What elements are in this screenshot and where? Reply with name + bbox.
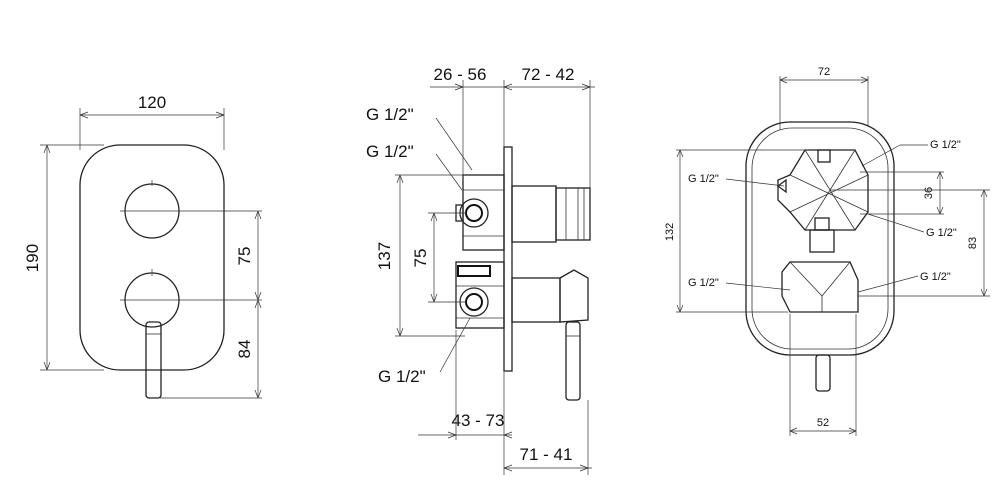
side-view: 26 - 56 72 - 42 137 75 G 1/2" G 1/2" G 1… <box>366 65 595 475</box>
front-width-label: 120 <box>138 93 166 112</box>
side-faceplate <box>503 146 513 372</box>
side-depth-lower-front-label: 71 - 41 <box>520 445 573 464</box>
lever-side <box>559 269 589 323</box>
side-height-label: 137 <box>375 242 394 270</box>
side-depth-lower-back-label: 43 - 73 <box>452 411 505 430</box>
side-thread-3-label: G 1/2" <box>378 367 426 386</box>
upper-spindle <box>511 185 557 243</box>
front-plate <box>79 144 225 371</box>
rear-view: 72 132 36 83 52 G 1/2" G 1/2" G 1/2" G 1… <box>664 66 990 436</box>
lever-handle <box>145 321 162 399</box>
lower-spindle <box>511 277 561 323</box>
rear-height-lower-label: 83 <box>967 237 979 249</box>
rear-spacing-small-label: 36 <box>923 187 935 199</box>
side-thread-1-label: G 1/2" <box>366 105 414 124</box>
rear-height-total-label: 132 <box>664 223 676 241</box>
side-thread-2-label: G 1/2" <box>366 142 414 161</box>
rear-housing-inner <box>751 127 889 350</box>
rear-thread-bottom-right-label: G 1/2" <box>920 271 951 283</box>
rear-thread-top-right-label: G 1/2" <box>930 139 961 151</box>
rear-lower-block <box>781 261 859 313</box>
front-height-label: 190 <box>23 244 42 272</box>
side-spacing-label: 75 <box>411 249 430 268</box>
rear-width-top-label: 72 <box>818 66 830 78</box>
rear-width-bottom-label: 52 <box>817 417 829 429</box>
side-depth-front-label: 72 - 42 <box>522 65 575 84</box>
upper-valve-body <box>462 174 505 251</box>
lower-valve-body <box>455 261 505 329</box>
front-view: 120 190 75 84 <box>23 93 262 399</box>
front-spacing-upper-label: 75 <box>235 247 254 266</box>
rear-thread-left-label: G 1/2" <box>688 173 719 185</box>
rear-housing-outer <box>745 121 895 356</box>
side-depth-back-label: 26 - 56 <box>434 65 487 84</box>
front-spacing-lower-label: 84 <box>235 340 254 359</box>
rear-thread-right-label: G 1/2" <box>926 227 957 239</box>
rear-thread-bottom-left-label: G 1/2" <box>688 277 719 289</box>
upper-knob-side <box>555 187 591 241</box>
